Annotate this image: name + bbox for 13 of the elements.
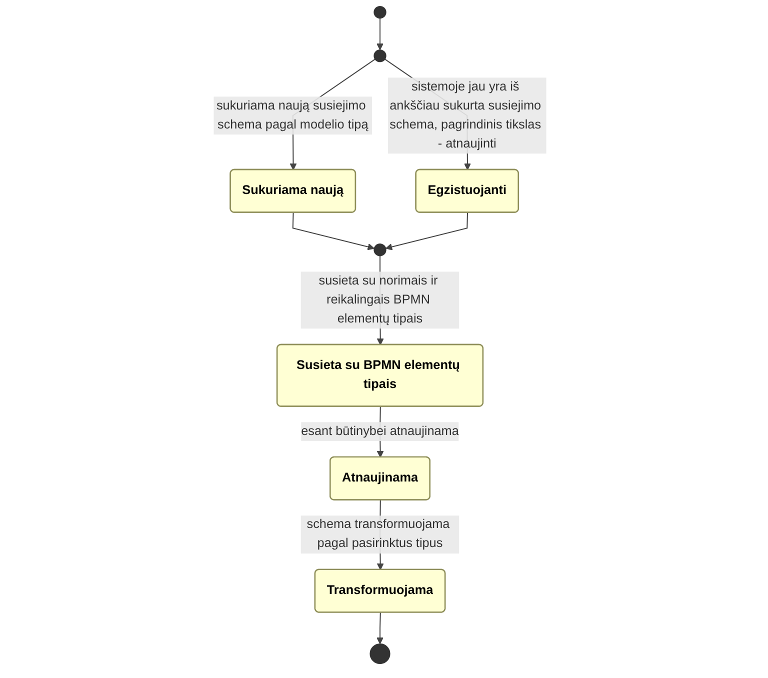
node-circle — [374, 50, 386, 62]
arrow — [376, 612, 384, 644]
arrow — [385, 212, 468, 250]
node-circle — [374, 6, 386, 19]
node-bullseye — [370, 643, 390, 664]
edge-label: susieta su norimais ir reikalingais BPMN elementų tipais — [318, 274, 438, 326]
node-circle — [374, 244, 386, 256]
edge-label: schema transformuojama pagal pasirinktus tipus — [306, 518, 450, 550]
arrow — [292, 212, 375, 250]
edge-label: sistemoje jau yra iš ankščiau sukurta susiejimo schema, pagrindinis tikslas - atnaujinti — [390, 80, 542, 150]
edge-label: esant būtinybei atnaujinama — [301, 424, 459, 438]
arrow — [376, 18, 384, 50]
edge-label: sukuriama naują susiejimo schema pagal modelio tipą — [216, 98, 368, 132]
